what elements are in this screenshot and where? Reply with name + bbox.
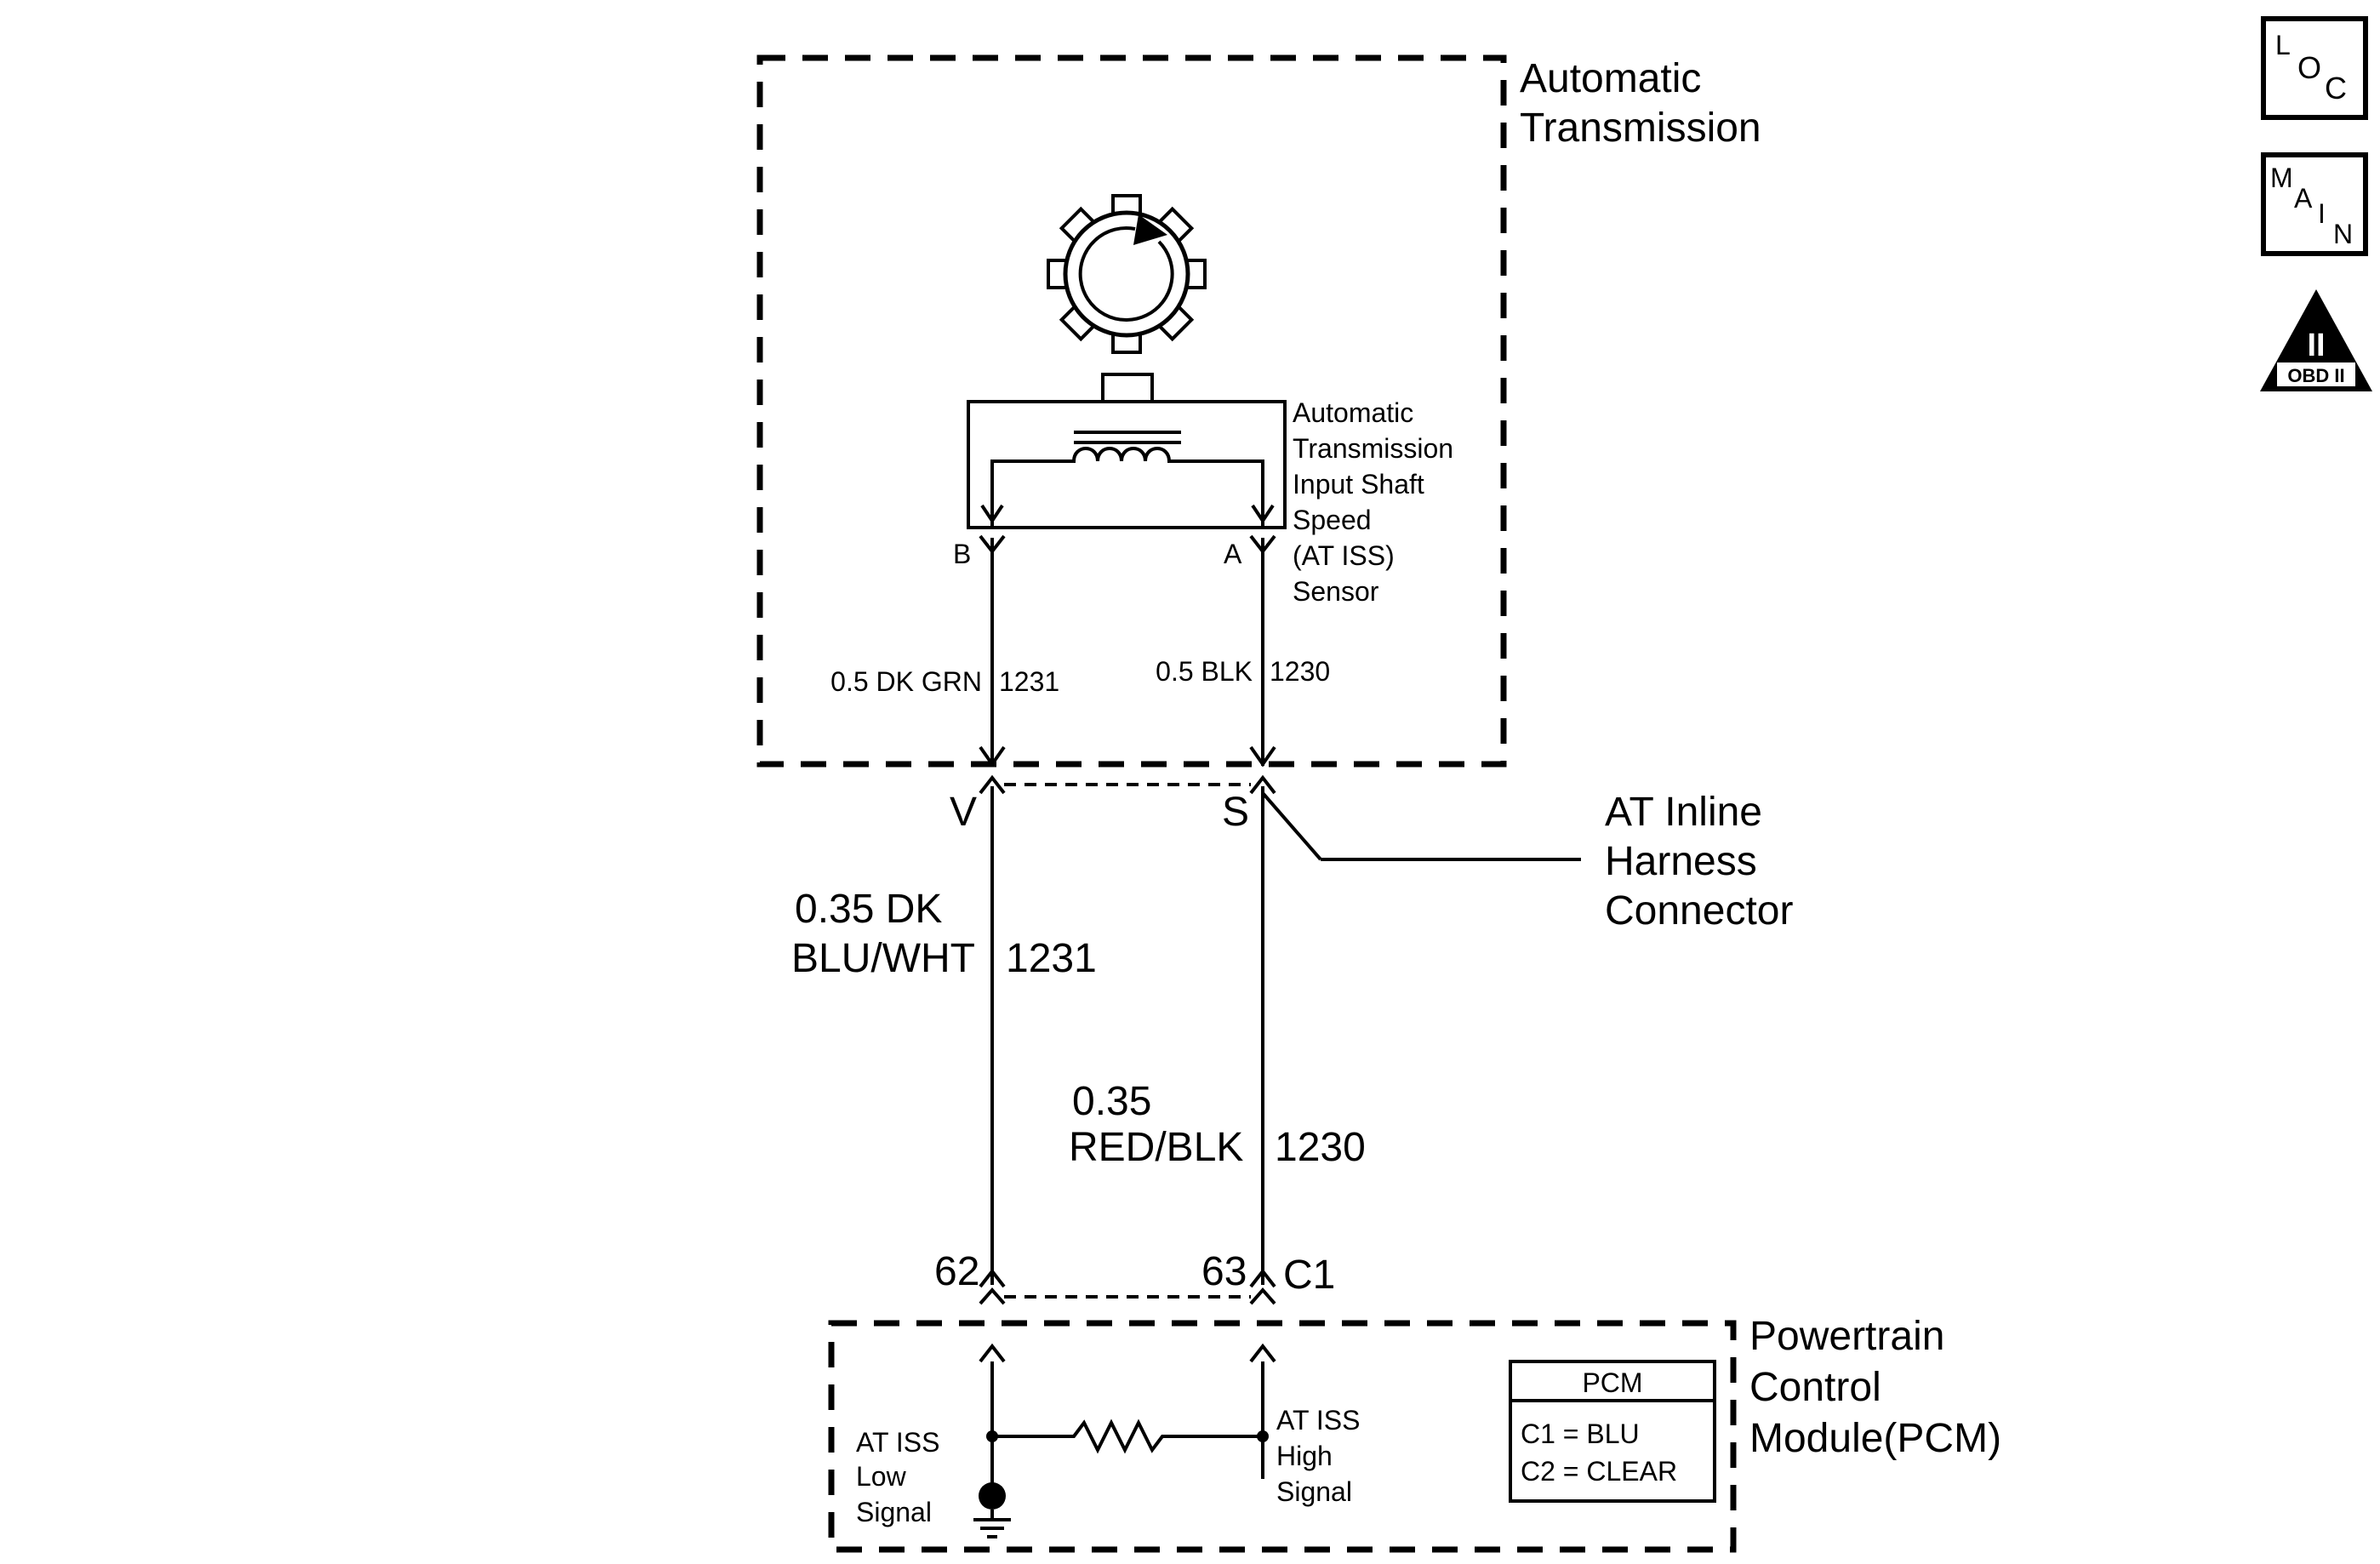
main-button-char: N [2333,219,2353,249]
wire-sensor-b-circuit: 1231 [999,666,1059,697]
loc-button-char: O [2297,50,2321,85]
gear-icon [1047,194,1207,354]
loc-button-char: L [2275,30,2291,60]
wire-harness-v-label: 0.35 DK BLU/WHT [791,887,975,981]
wire-sensor-b-label: 0.5 DK GRN [830,666,982,697]
inline-connector [979,745,1581,861]
pcm-connector-id: C1 [1283,1253,1335,1298]
transmission-label: Automatic Transmission [1520,56,1761,151]
wire-harness-s-label: 0.35 RED/BLK [1069,1079,1243,1170]
pcm-pin-63-label: 63 [1201,1249,1247,1294]
pcm-enclosure [828,1320,1737,1553]
main-button[interactable]: M A I N [2261,152,2368,256]
pcm-label: Powertrain Control Module(PCM) [1749,1314,2001,1461]
wire-harness-s-circuit: 1230 [1275,1125,1366,1170]
resistor-icon [992,1418,1263,1454]
wire-sensor-a-label: 0.5 BLK [1156,656,1253,687]
obd-text: OBD II [2287,365,2344,386]
wire-sensor-a-circuit: 1230 [1270,656,1330,687]
main-button-char: A [2294,183,2313,214]
obd-ii-button[interactable]: II OBD II [2260,289,2372,391]
sensor-label: Automatic Transmission Input Shaft Speed… [1293,397,1461,607]
pcm-legend-row: C2 = CLEAR [1521,1456,1677,1487]
pcm-legend-box: PCM C1 = BLU C2 = CLEAR [1509,1360,1716,1503]
low-signal-label: AT ISS Low Signal [856,1427,947,1527]
ground-icon [973,1510,1011,1538]
pcm-connector [979,1268,1276,1305]
wire-harness-v-circuit: 1231 [1006,936,1097,981]
pcm-internal-circuit [973,1343,1276,1538]
coil-icon [990,447,1264,528]
pcm-legend-row: C1 = BLU [1521,1418,1640,1449]
inline-pin-v-label: V [950,790,977,835]
pcm-pin-62-label: 62 [934,1249,979,1294]
inline-pin-s-label: S [1222,790,1249,835]
inline-connector-label: AT Inline Harness Connector [1605,790,1793,933]
sensor-pin-b-label: B [953,539,971,569]
loc-button[interactable]: L O C [2261,16,2368,120]
loc-button-char: C [2325,71,2347,106]
pcm-legend-title: PCM [1582,1367,1642,1398]
iss-sensor [967,373,1287,529]
high-signal-label: AT ISS High Signal [1276,1405,1367,1507]
main-button-char: M [2270,163,2293,193]
main-button-char: I [2318,198,2326,229]
obd-symbol: II [2307,328,2325,363]
sensor-pin-a-label: A [1224,539,1242,569]
